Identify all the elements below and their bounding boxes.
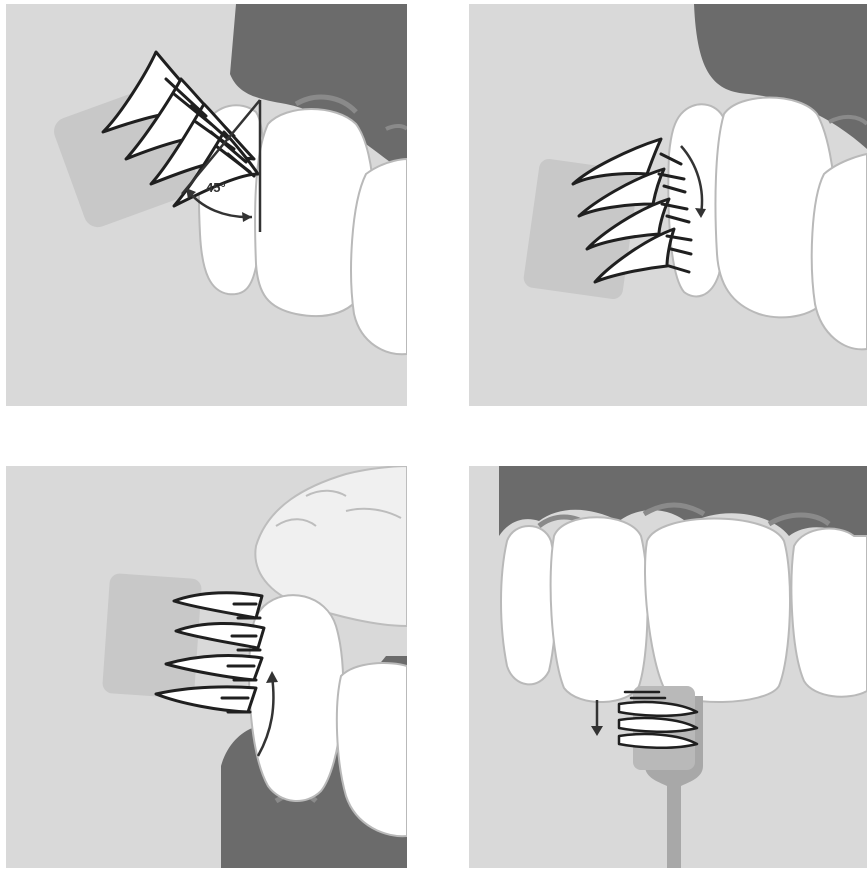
tooth-icon — [645, 519, 790, 703]
brush-front-inner-illustration — [469, 466, 867, 868]
tooth-icon — [551, 517, 648, 702]
brush-angle-illustration: 45° — [6, 4, 407, 406]
arrow-down-icon — [591, 700, 603, 736]
tooth-icon — [249, 595, 343, 801]
angle-label: 45° — [206, 180, 226, 195]
step-panel-front-inner — [469, 466, 867, 868]
step-panel-inner-surface — [6, 466, 407, 868]
toothbrush-head — [102, 573, 202, 699]
tooth-icon — [501, 526, 556, 684]
brush-sweep-down-illustration — [469, 4, 867, 406]
step-panel-angle-45: 45° — [6, 4, 407, 406]
step-panel-sweep-down — [469, 4, 867, 406]
tooth-icon — [791, 529, 867, 697]
tooth-icon — [812, 154, 867, 349]
tooth-icon — [351, 159, 407, 354]
toothbrush-icon — [619, 702, 697, 748]
brush-inner-surface-illustration — [6, 466, 407, 868]
